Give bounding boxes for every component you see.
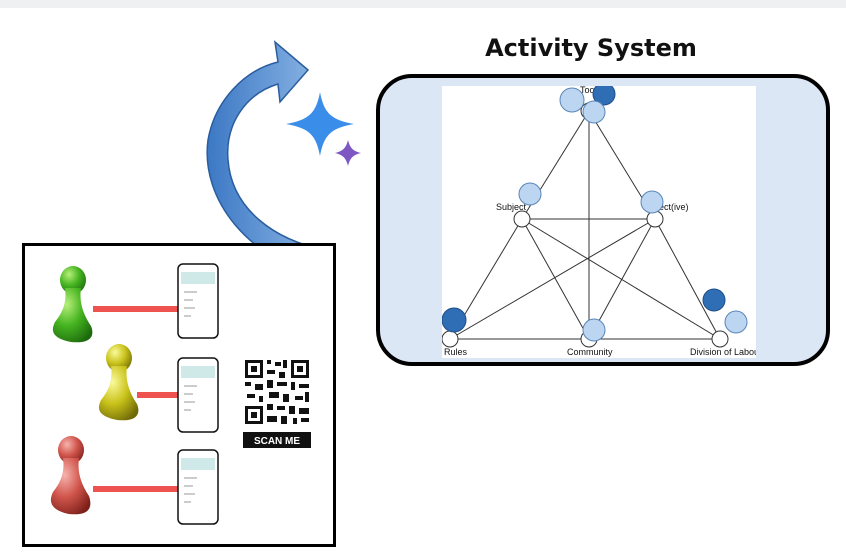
green-pawn-icon [52, 266, 93, 343]
scan-me-label: SCAN ME [254, 436, 300, 447]
token-light [582, 318, 606, 342]
label-community: Community [567, 347, 613, 357]
token-light [724, 310, 748, 334]
node-rules [441, 330, 459, 348]
activity-diagram: Tools Subject Object(ive) Rules Communit… [441, 82, 762, 358]
node-subject [513, 210, 531, 228]
yellow-pawn-icon [98, 344, 139, 421]
top-bar [0, 0, 846, 8]
red-pawn-icon [50, 436, 91, 515]
diagram-edges [449, 110, 721, 340]
token-dark [702, 288, 726, 312]
token-light [559, 87, 585, 113]
phone-icon [177, 357, 219, 433]
label-object: Object(ive) [645, 202, 689, 212]
token-dark [441, 307, 467, 333]
token-light [640, 190, 664, 214]
label-tools: Tools [580, 86, 602, 95]
token-light [518, 182, 542, 206]
node-division [711, 330, 729, 348]
sparkle-icon [286, 92, 361, 166]
phone-icon [177, 263, 219, 339]
scan-me-badge [243, 432, 311, 448]
token-light [582, 100, 606, 124]
node-object [646, 210, 664, 228]
players-box: SCAN ME [22, 243, 336, 547]
qr-code-icon [243, 358, 311, 426]
curved-arrow-icon [206, 40, 326, 276]
page-title: Activity System [485, 34, 697, 62]
label-division: Division of Labour [690, 347, 756, 357]
label-rules: Rules [444, 347, 468, 357]
phone-icon [177, 449, 219, 525]
label-subject: Subject [496, 202, 527, 212]
